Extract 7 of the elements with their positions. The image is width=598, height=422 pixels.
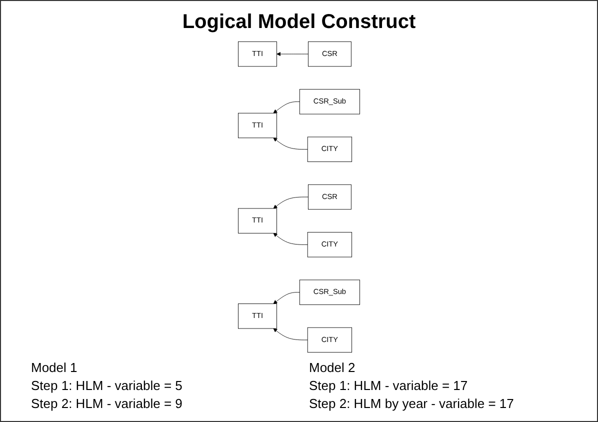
note-text: Model 1 [31,360,78,375]
note-text: Step 1: HLM - variable = 17 [309,378,468,393]
note-text: Model 2 [309,360,356,375]
diagram-title: Logical Model Construct [181,11,417,34]
note-text: Step 2: HLM by year - variable = 17 [309,396,514,411]
note-text: Step 2: HLM - variable = 9 [31,396,182,411]
note-text: Step 1: HLM - variable = 5 [31,378,182,393]
